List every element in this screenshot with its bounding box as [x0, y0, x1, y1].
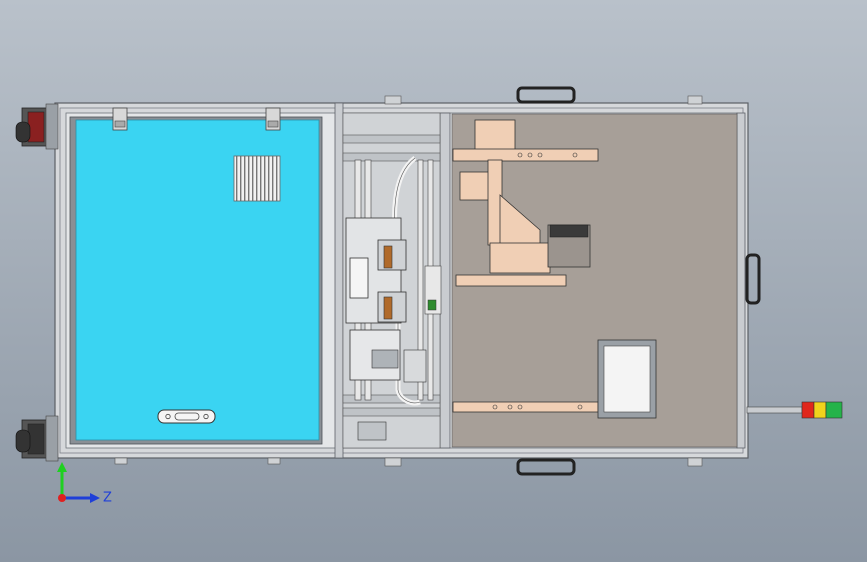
axis-triad-icon: Z [57, 462, 112, 506]
door-glass-panel [75, 119, 320, 441]
side-carry-handle[interactable] [745, 253, 761, 305]
door-handle-icon[interactable] [157, 409, 216, 424]
lower-rail[interactable] [452, 401, 599, 413]
top-carry-handle[interactable] [516, 86, 576, 104]
mounting-feet [114, 95, 703, 467]
door-hinge-top-left [112, 107, 128, 131]
caster-wheel-icon [15, 415, 59, 462]
product-tray[interactable] [597, 339, 657, 419]
vent-grille-icon [233, 155, 281, 202]
caster-wheel-icon [15, 103, 59, 150]
bottom-carry-handle[interactable] [516, 458, 576, 476]
door-hinge-top-right [265, 107, 281, 131]
axis-z-label: Z [103, 491, 112, 506]
signal-light-tower-icon [746, 401, 843, 419]
front-door[interactable] [69, 107, 323, 445]
upper-slide-assembly[interactable] [452, 119, 599, 287]
central-mechanism[interactable] [342, 112, 442, 449]
